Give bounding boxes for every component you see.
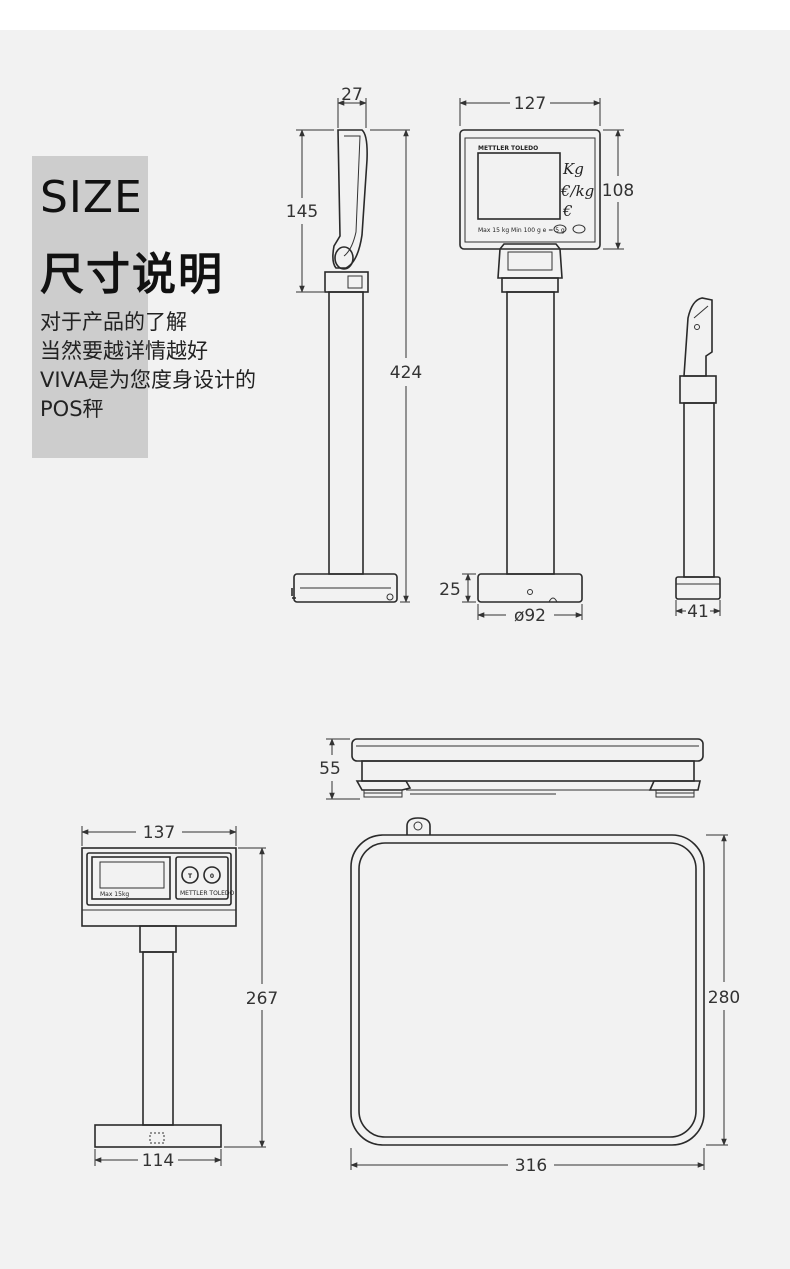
zero-key-label: 0 [210,873,214,880]
dim-145: 145 [286,129,334,293]
dim-108-label: 108 [602,181,634,201]
desc-line-1: 对于产品的了解 [40,310,187,334]
desc-line-2: 当然要越详情越好 [40,339,208,363]
dim-424-label: 424 [390,363,422,383]
platform-top-view [350,817,705,1146]
dim-127-label: 127 [514,94,546,114]
dim-25-label: 25 [439,580,461,600]
dim-127: 127 [459,94,601,126]
dim-280: 280 [706,834,740,1146]
tare-key [181,866,199,884]
unit-eur: € [562,202,573,220]
dim-55-label: 55 [319,759,341,779]
dim-137-label: 137 [143,823,175,843]
tare-key-label: T [188,873,193,880]
dim-108: 108 [602,129,634,250]
unit-eur-kg: €/kg [560,182,594,200]
size-title-cn: 尺寸说明 [40,249,224,300]
zero-symbol-icon [553,224,567,234]
front-capacity-text: Max 15 kg Min 100 g e = 5 g [478,227,565,234]
dim-92: ø92 [477,604,583,626]
desc-line-3: VIVA是为您度身设计的 [40,368,256,392]
dim-55: 55 [319,738,360,800]
dim-316-label: 316 [515,1156,547,1176]
dim-25: 25 [439,573,476,603]
dim-267-label: 267 [246,989,278,1009]
terminal-capacity-text: Max 15kg [100,891,129,898]
dim-137: 137 [81,823,237,846]
dim-27-label: 27 [341,85,363,105]
dim-145-label: 145 [286,202,318,222]
dim-280-label: 280 [708,988,740,1008]
platform-side-view [351,738,704,798]
dim-424: 424 [370,129,422,603]
dim-27: 27 [337,85,367,128]
terminal-view: Max 15kg T 0 METTLER TOLEDO [81,847,237,1148]
rear-pole-view [675,297,721,600]
dim-316: 316 [350,1148,705,1176]
size-title: SIZE [40,172,143,223]
front-view-display: METTLER TOLEDO Kg €/kg € Max 15 kg Min 1… [459,129,601,603]
dim-267: 267 [224,847,278,1148]
dim-41-label: 41 [687,602,709,622]
dim-114: 114 [94,1149,222,1171]
zero-key [203,866,221,884]
title-box [32,156,148,458]
desc-line-4: POS秤 [40,397,104,421]
front-brand-text: METTLER TOLEDO [478,145,538,152]
tare-symbol-icon [572,224,586,234]
dim-41: 41 [675,600,721,622]
dim-92-label: ø92 [514,606,546,626]
dim-114-label: 114 [142,1151,174,1171]
terminal-brand-text: METTLER TOLEDO [180,890,235,897]
unit-kg: Kg [562,160,584,178]
side-view-display [291,129,398,603]
